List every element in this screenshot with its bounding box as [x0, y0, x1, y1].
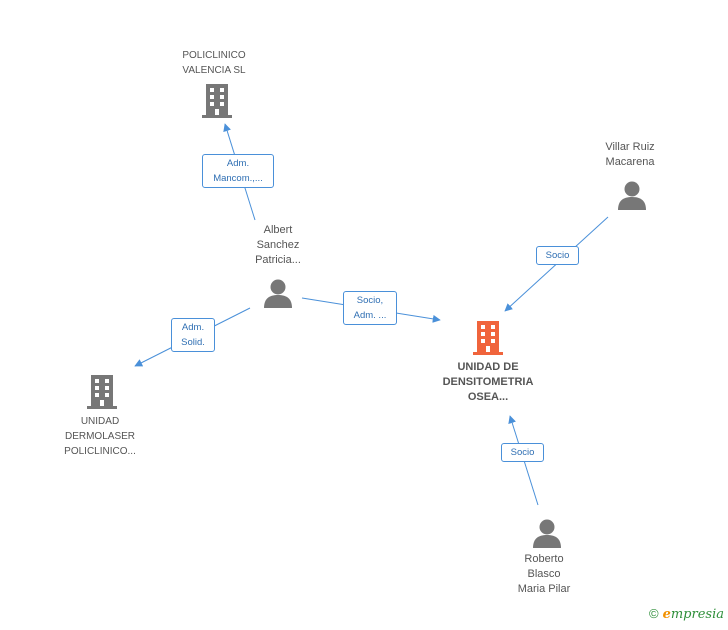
node-label-villar-ruiz[interactable]: Villar Ruiz Macarena	[605, 141, 655, 168]
edge-label-adm-solid[interactable]: Adm. Solid.	[171, 318, 215, 352]
node-label-unidad-densitometria[interactable]: UNIDAD DE DENSITOMETRIA OSEA...	[442, 361, 534, 403]
building-icon[interactable]	[86, 375, 118, 409]
building-icon[interactable]	[201, 84, 233, 118]
brand-logo: empresia	[662, 607, 724, 622]
copyright-symbol: ©	[648, 606, 659, 621]
node-label-policlinico-valencia[interactable]: POLICLINICO VALENCIA SL	[182, 50, 246, 76]
edge-label-socio-villar[interactable]: Socio	[536, 246, 579, 265]
empresia-brand[interactable]: ©empresia	[649, 606, 724, 622]
person-icon[interactable]	[263, 278, 293, 308]
edge-label-socio-roberto[interactable]: Socio	[501, 443, 544, 462]
person-icon[interactable]	[532, 518, 562, 548]
person-icon[interactable]	[617, 180, 647, 210]
node-label-roberto-blasco[interactable]: Roberto Blasco Maria Pilar	[517, 553, 571, 595]
node-label-albert-sanchez[interactable]: Albert Sanchez Patricia...	[255, 224, 301, 266]
building-icon[interactable]	[472, 321, 504, 355]
edge-label-adm-mancom[interactable]: Adm. Mancom.,...	[202, 154, 274, 188]
node-label-unidad-dermolaser[interactable]: UNIDAD DERMOLASER POLICLINICO...	[64, 416, 136, 457]
edge-label-socio-adm[interactable]: Socio, Adm. ...	[343, 291, 397, 325]
